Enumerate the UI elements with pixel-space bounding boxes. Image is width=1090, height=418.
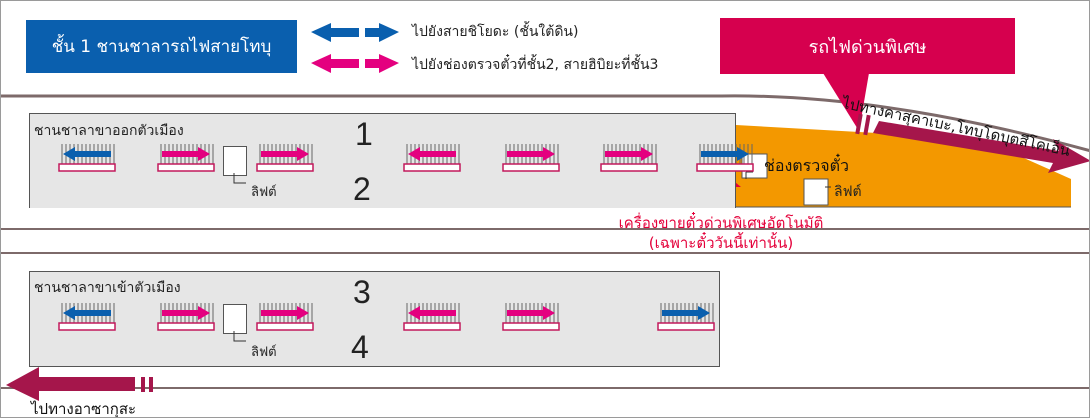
legend-blue-text: ไปยังสายชิโยดะ (ชั้นใต้ดิน) [412,24,579,40]
legend-blue-arrow-icon [311,23,399,42]
train-car-right-magenta-icon [157,303,215,331]
lift-pointer-icon [233,331,246,342]
lift-box-top [223,146,247,176]
track-number-2: 2 [353,171,371,207]
express-lift-label: ลิฟต์ [834,184,862,200]
train-car-right-magenta-icon [502,144,560,172]
platform-outbound [29,113,736,208]
floor-title: ชั้น 1 ชานชาลารถไฟสายโทบุ [26,20,297,73]
ticket-gate-label: ช่องตรวจตั๋ว [764,156,849,175]
direction-label-left: ไปทางอาซากุสะ [31,400,137,418]
lift-label-bottom: ลิฟต์ [251,345,277,360]
train-car-right-blue-icon [657,303,715,331]
track-number-3: 3 [353,274,371,310]
platform-inbound [29,271,720,367]
vending-machine-note: เครื่องขายตั๋วด่วนพิเศษอัตโนมัติ (เฉพาะต… [601,213,841,253]
vending-note-line1: เครื่องขายตั๋วด่วนพิเศษอัตโนมัติ [618,214,824,232]
train-car-right-blue-icon [696,144,754,172]
train-car-left-blue-icon [58,144,116,172]
vending-note-line2: (เฉพาะตั๋ววันนี้เท่านั้น) [648,234,794,252]
train-car-left-magenta-icon [403,303,461,331]
platform-inbound-label: ชานชาลาขาเข้าตัวเมือง [34,280,181,296]
express-label: รถไฟด่วนพิเศษ [720,18,1015,74]
direction-arrow-right-icon [855,113,1089,173]
legend-magenta-arrow-icon [311,54,399,73]
train-car-left-blue-icon [58,303,116,331]
train-car-right-magenta-icon [600,144,658,172]
train-car-right-magenta-icon [256,303,314,331]
track-number-4: 4 [351,329,369,365]
track-number-1: 1 [355,116,373,152]
direction-arrow-left-icon [6,367,153,401]
train-car-right-magenta-icon [502,303,560,331]
lift-box-bottom [223,304,247,334]
train-car-right-magenta-icon [157,144,215,172]
platform-outbound-label: ชานชาลาขาออกตัวเมือง [34,123,184,139]
rail-line-curve [720,94,1089,153]
lift-label-top: ลิฟต์ [251,185,277,200]
legend-magenta-text: ไปยังช่องตรวจตั๋วที่ชั้น2, สายฮิบิยะที่ช… [412,57,659,73]
express-callout [823,73,869,131]
train-car-right-magenta-icon [256,144,314,172]
express-lift-box [803,178,829,206]
train-car-left-magenta-icon [403,144,461,172]
lift-pointer-icon [233,173,246,184]
